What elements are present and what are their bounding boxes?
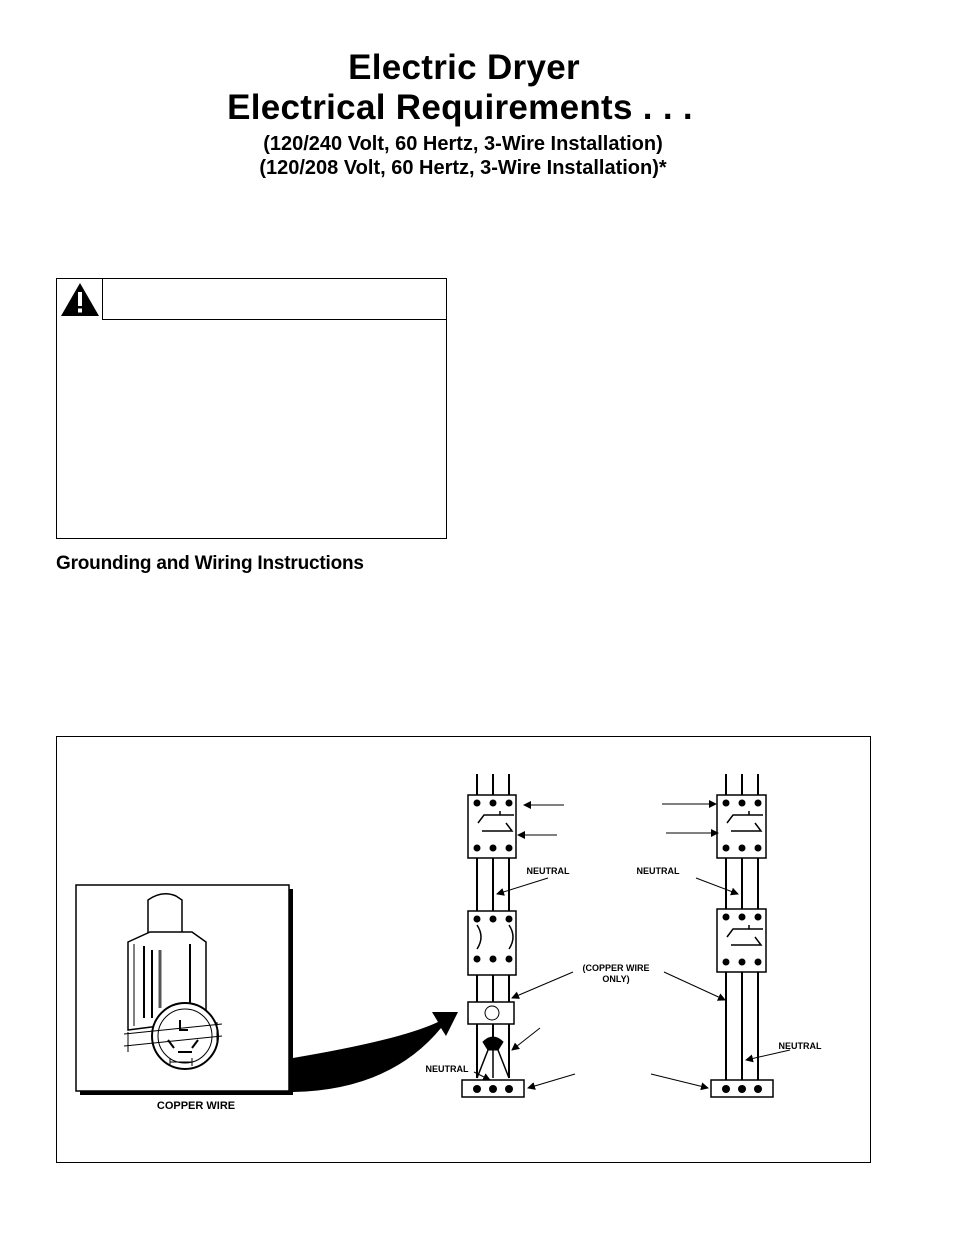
warning-header-rule	[103, 319, 446, 320]
warning-icon-cell	[57, 279, 103, 320]
title-line-2: Electrical Requirements . . .	[227, 88, 693, 127]
warning-box	[56, 278, 447, 539]
subtitle-line-1: (120/240 Volt, 60 Hertz, 3-Wire Installa…	[263, 133, 663, 155]
subtitle-line-2: (120/208 Volt, 60 Hertz, 3-Wire Installa…	[259, 157, 667, 179]
title-line-1: Electric Dryer	[348, 48, 580, 87]
warning-triangle-icon	[61, 283, 99, 316]
section-heading: Grounding and Wiring Instructions	[56, 553, 364, 574]
wiring-diagram-frame	[56, 736, 871, 1163]
